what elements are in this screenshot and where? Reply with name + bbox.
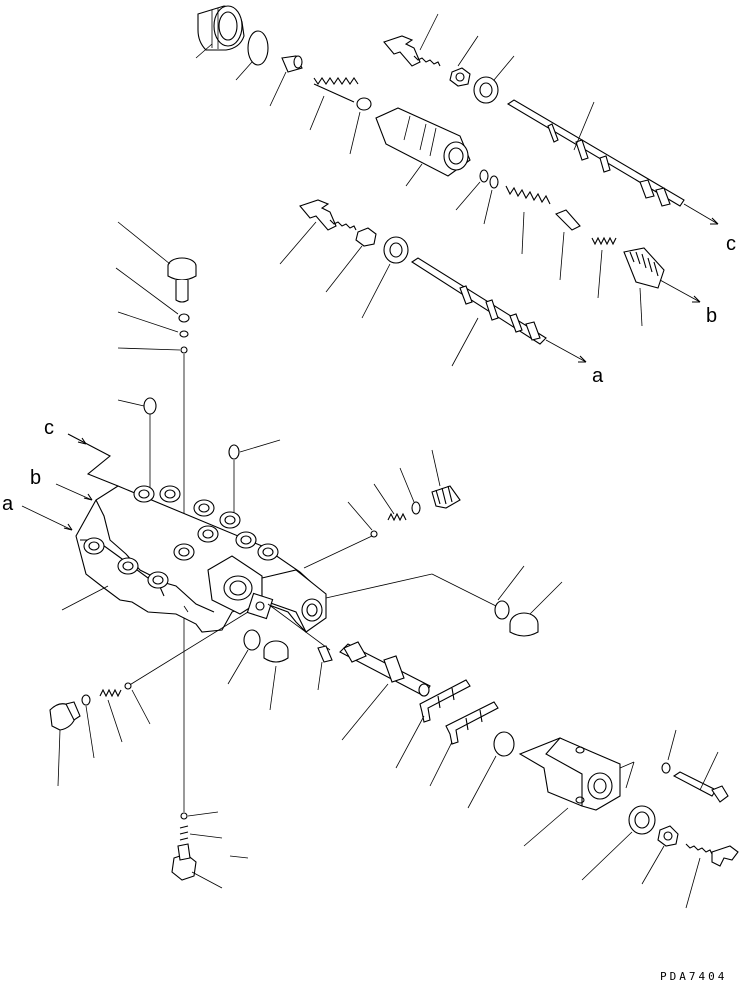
valve-block-lower [518,737,621,811]
lever-bolt-a [299,199,357,231]
spring-right [387,512,407,522]
o-ring-left-lower [81,694,91,706]
valve-sleeve [375,107,471,177]
spring-2 [505,185,551,205]
spring-left-lower [99,688,122,698]
o-ring-right [411,501,421,515]
check-valve-bottom [171,843,197,881]
spool-lower [339,641,431,697]
plug-upper [228,444,240,460]
drawing-code: PDA7404 [660,970,727,983]
nut-lower [657,825,679,847]
o-ring-left-1 [178,313,190,323]
plug-small-1 [263,640,289,663]
plug-right-2 [509,612,539,637]
valve-body [75,485,327,633]
o-ring-left-2 [179,330,189,338]
label-b-left: b [30,467,41,489]
threaded-plug-b [623,247,665,289]
o-ring-plate [493,731,515,757]
label-c-left: c [44,417,54,439]
top-o-ring [247,30,269,66]
bearing [628,805,656,835]
pin [555,209,581,231]
label-c-right: c [726,233,736,255]
ball-left [180,346,188,354]
spring-1 [313,77,359,103]
nut-c [449,67,471,87]
spring-bottom [179,825,189,841]
plug-left [143,397,157,415]
plug-right-upper [431,485,461,509]
vertical-bolt [167,257,197,303]
spool-cap [356,97,372,111]
o-ring-small [243,629,261,651]
long-bolt [672,771,729,803]
pin-small [317,645,333,663]
o-ring-right-2 [494,600,510,620]
o-rings-pair [479,169,499,189]
plug-left-lower [49,701,81,731]
top-plug [197,5,245,51]
lever-bolt-c [383,35,441,67]
small-sleeve [281,55,303,73]
washer-a [383,236,409,264]
lever-bolt-lower [685,843,739,867]
label-a-left: a [2,493,14,515]
detent-plate-1 [419,679,471,723]
washer-small [661,762,671,774]
spool-a [410,257,547,345]
spring-3 [591,236,617,246]
label-a-right: a [592,365,604,387]
washer-c [473,76,499,104]
nut-a [355,227,377,247]
spool-c [506,99,685,207]
label-b-right: b [706,305,717,327]
detent-plate-2 [445,701,499,745]
